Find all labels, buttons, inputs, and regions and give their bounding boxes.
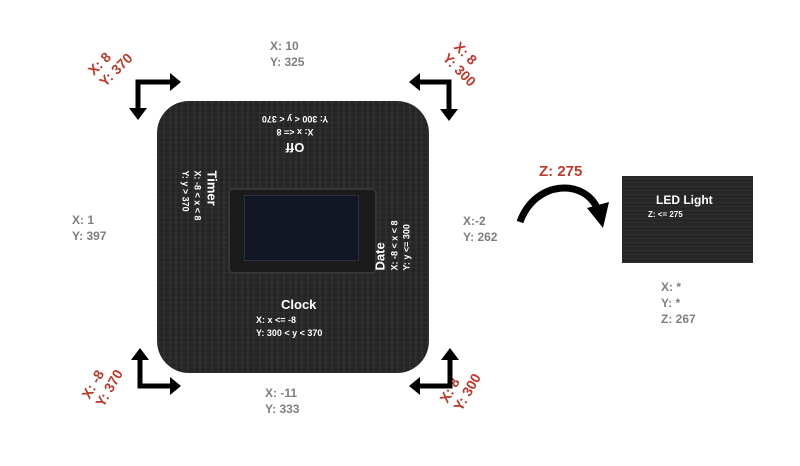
mode-clock-cond-x: X: x <= -8 (256, 315, 297, 325)
bottom-readout: X: -11 Y: 333 (265, 385, 299, 417)
bottom-x: X: -11 (265, 386, 298, 400)
mode-clock-cond-y: Y: 300 < y < 370 (256, 328, 323, 338)
top-y: Y: 325 (270, 55, 305, 69)
led-state-y: Y: * (661, 296, 681, 310)
z-threshold-label: Z: 275 (539, 163, 583, 180)
left-readout: X: 1 Y: 397 (72, 212, 106, 244)
top-readout: X: 10 Y: 325 (270, 38, 304, 70)
led-light-panel (622, 176, 753, 263)
left-x: X: 1 (72, 213, 95, 227)
mode-clock: Clock X: x <= -8 Y: 300 < y < 370 (256, 296, 322, 340)
right-x: X:-2 (463, 214, 486, 228)
corner-top-left-arrow-icon (135, 79, 172, 111)
corner-top-right-arrow-icon (418, 79, 452, 112)
led-light-title: LED Light (656, 193, 713, 207)
led-state-readout: X: * Y: * Z: 267 (661, 279, 696, 327)
led-light-cond: Z: <= 275 (648, 210, 683, 219)
right-readout: X:-2 Y: 262 (463, 213, 497, 245)
rotate-arrow-icon (516, 184, 602, 224)
oled-display (244, 195, 359, 261)
corner-bottom-left-arrow-icon (137, 358, 172, 389)
mode-clock-title: Clock (281, 297, 317, 312)
top-x: X: 10 (270, 39, 299, 53)
led-light: LED Light Z: <= 275 (648, 192, 713, 222)
right-y: Y: 262 (463, 230, 498, 244)
corner-bottom-right-arrow-icon (418, 358, 453, 389)
left-y: Y: 397 (72, 229, 107, 243)
led-state-z: Z: 267 (661, 312, 696, 326)
led-state-x: X: * (661, 280, 682, 294)
bottom-y: Y: 333 (265, 402, 300, 416)
